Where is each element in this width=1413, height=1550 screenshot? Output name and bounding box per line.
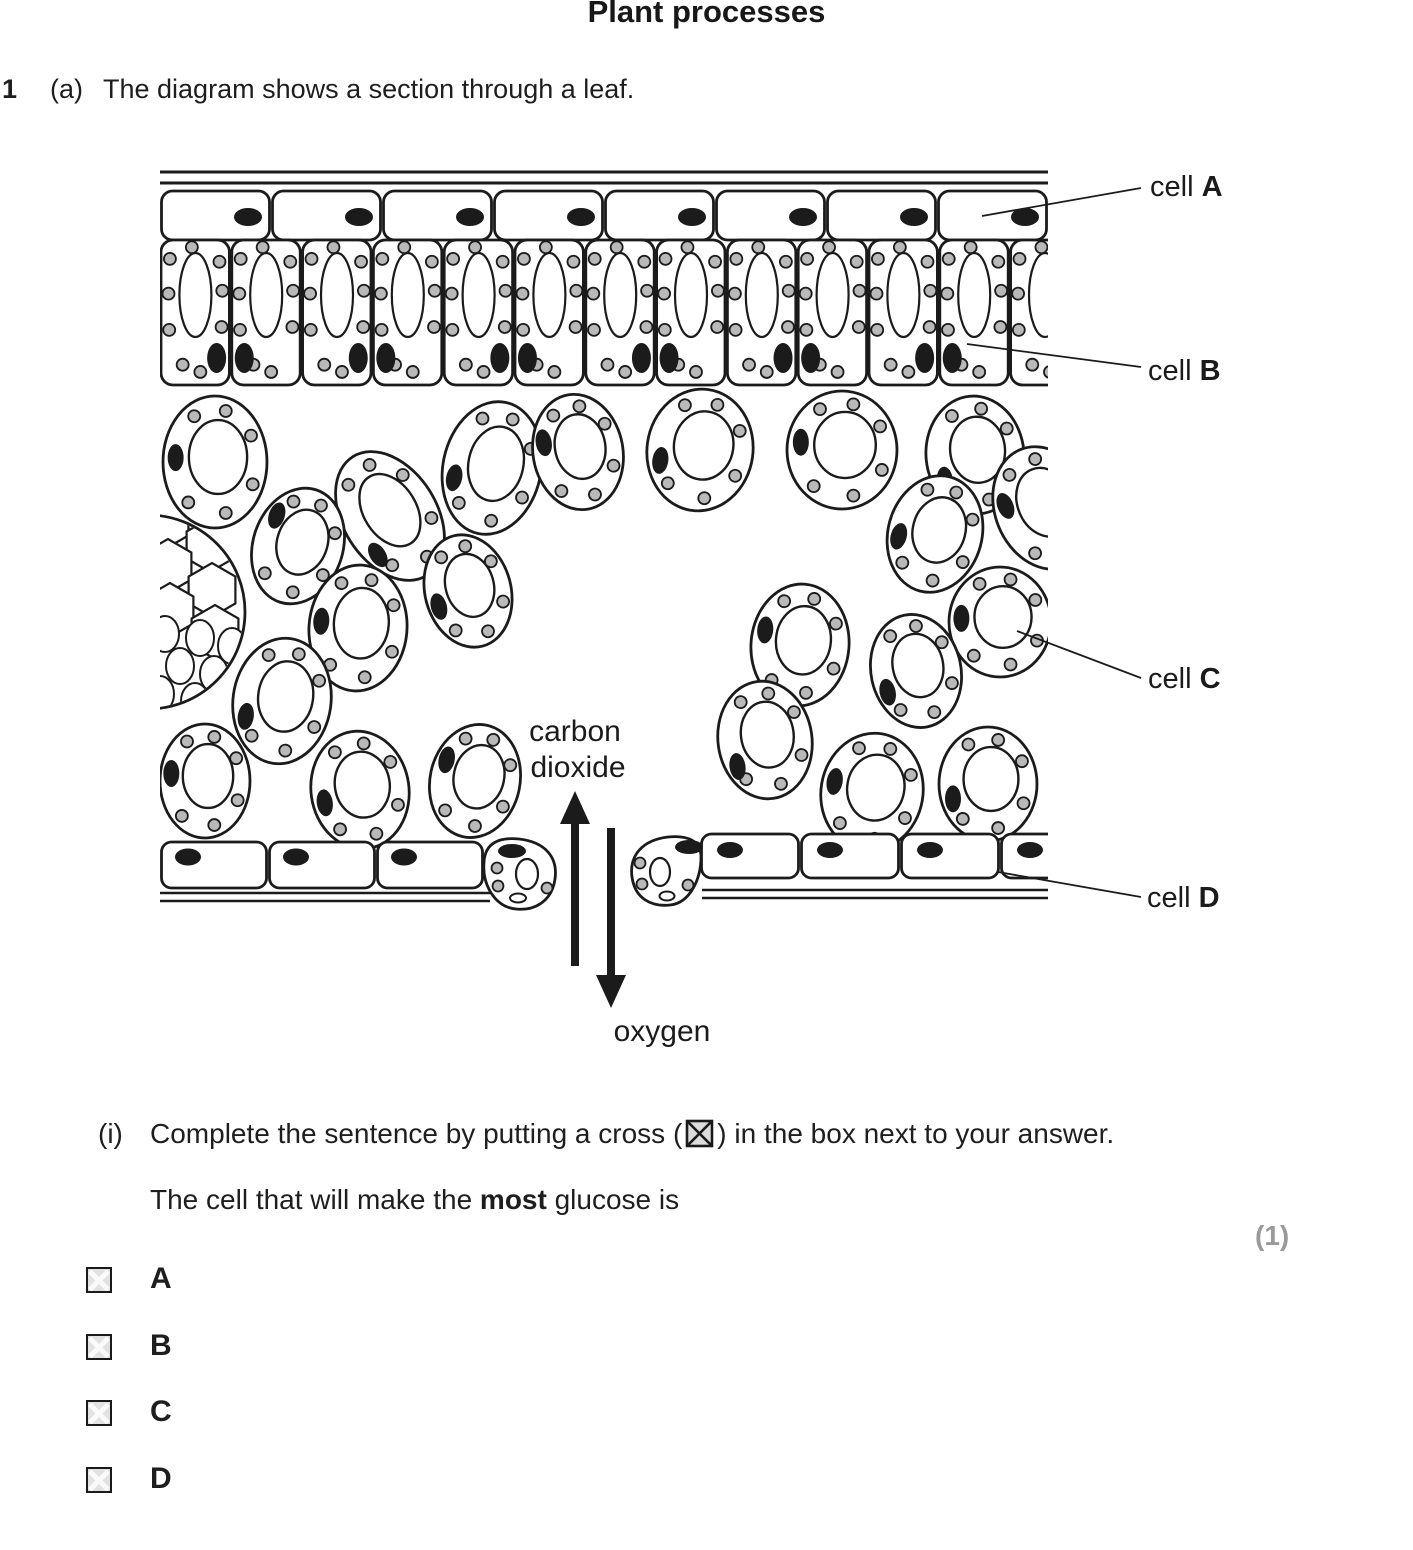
option-label-b: B xyxy=(150,1329,172,1362)
oxygen-down-arrow xyxy=(596,828,626,1008)
leaf-section-diagram: cell A cell B cell C cell D carbon dioxi… xyxy=(160,170,1223,1048)
answer-checkbox-a[interactable] xyxy=(86,1267,112,1293)
option-label-d: D xyxy=(150,1462,172,1495)
answer-checkbox-b[interactable] xyxy=(86,1334,112,1360)
cell-c-label: cell C xyxy=(1148,663,1221,695)
question-number: 1 xyxy=(2,74,18,104)
question-line: 1 (a) The diagram shows a section throug… xyxy=(0,74,1413,106)
vascular-bundle xyxy=(160,514,247,710)
option-row-a: A xyxy=(0,1262,400,1298)
answer-checkbox-c[interactable] xyxy=(86,1400,112,1426)
answer-sentence: The cell that will make the most glucose… xyxy=(150,1184,680,1215)
cell-b-label: cell B xyxy=(1148,355,1221,387)
sub-question-prompt: Complete the sentence by putting a cross… xyxy=(150,1118,1114,1156)
option-row-d: D xyxy=(0,1462,400,1498)
oxygen-label: oxygen xyxy=(614,1015,711,1048)
cell-a-label: cell A xyxy=(1150,171,1223,203)
sub-question-marker: (i) xyxy=(98,1118,123,1149)
label-leader-lines xyxy=(966,187,1142,898)
page-title: Plant processes xyxy=(587,0,826,29)
carbon-dioxide-label-line2: dioxide xyxy=(530,751,625,784)
option-label-a: A xyxy=(150,1262,172,1295)
carbon-dioxide-label-line1: carbon xyxy=(529,715,621,748)
spongy-mesophyll-layer xyxy=(160,387,1048,853)
question-text: The diagram shows a section through a le… xyxy=(103,74,635,104)
option-row-b: B xyxy=(0,1329,400,1365)
answer-checkbox-d[interactable] xyxy=(86,1467,112,1493)
lower-epidermis-layer xyxy=(160,832,1048,911)
palisade-layer xyxy=(160,238,1048,387)
upper-cuticle-lines xyxy=(160,170,1048,185)
co2-up-arrow xyxy=(560,791,590,966)
upper-epidermis-layer xyxy=(160,189,1048,242)
option-label-c: C xyxy=(150,1395,172,1428)
marks-indicator: (1) xyxy=(1255,1220,1290,1251)
cross-box-icon xyxy=(684,1118,715,1156)
option-row-c: C xyxy=(0,1395,400,1431)
lower-cuticle-lines xyxy=(160,888,1048,903)
cell-d-label: cell D xyxy=(1147,882,1220,914)
question-part: (a) xyxy=(50,74,83,104)
